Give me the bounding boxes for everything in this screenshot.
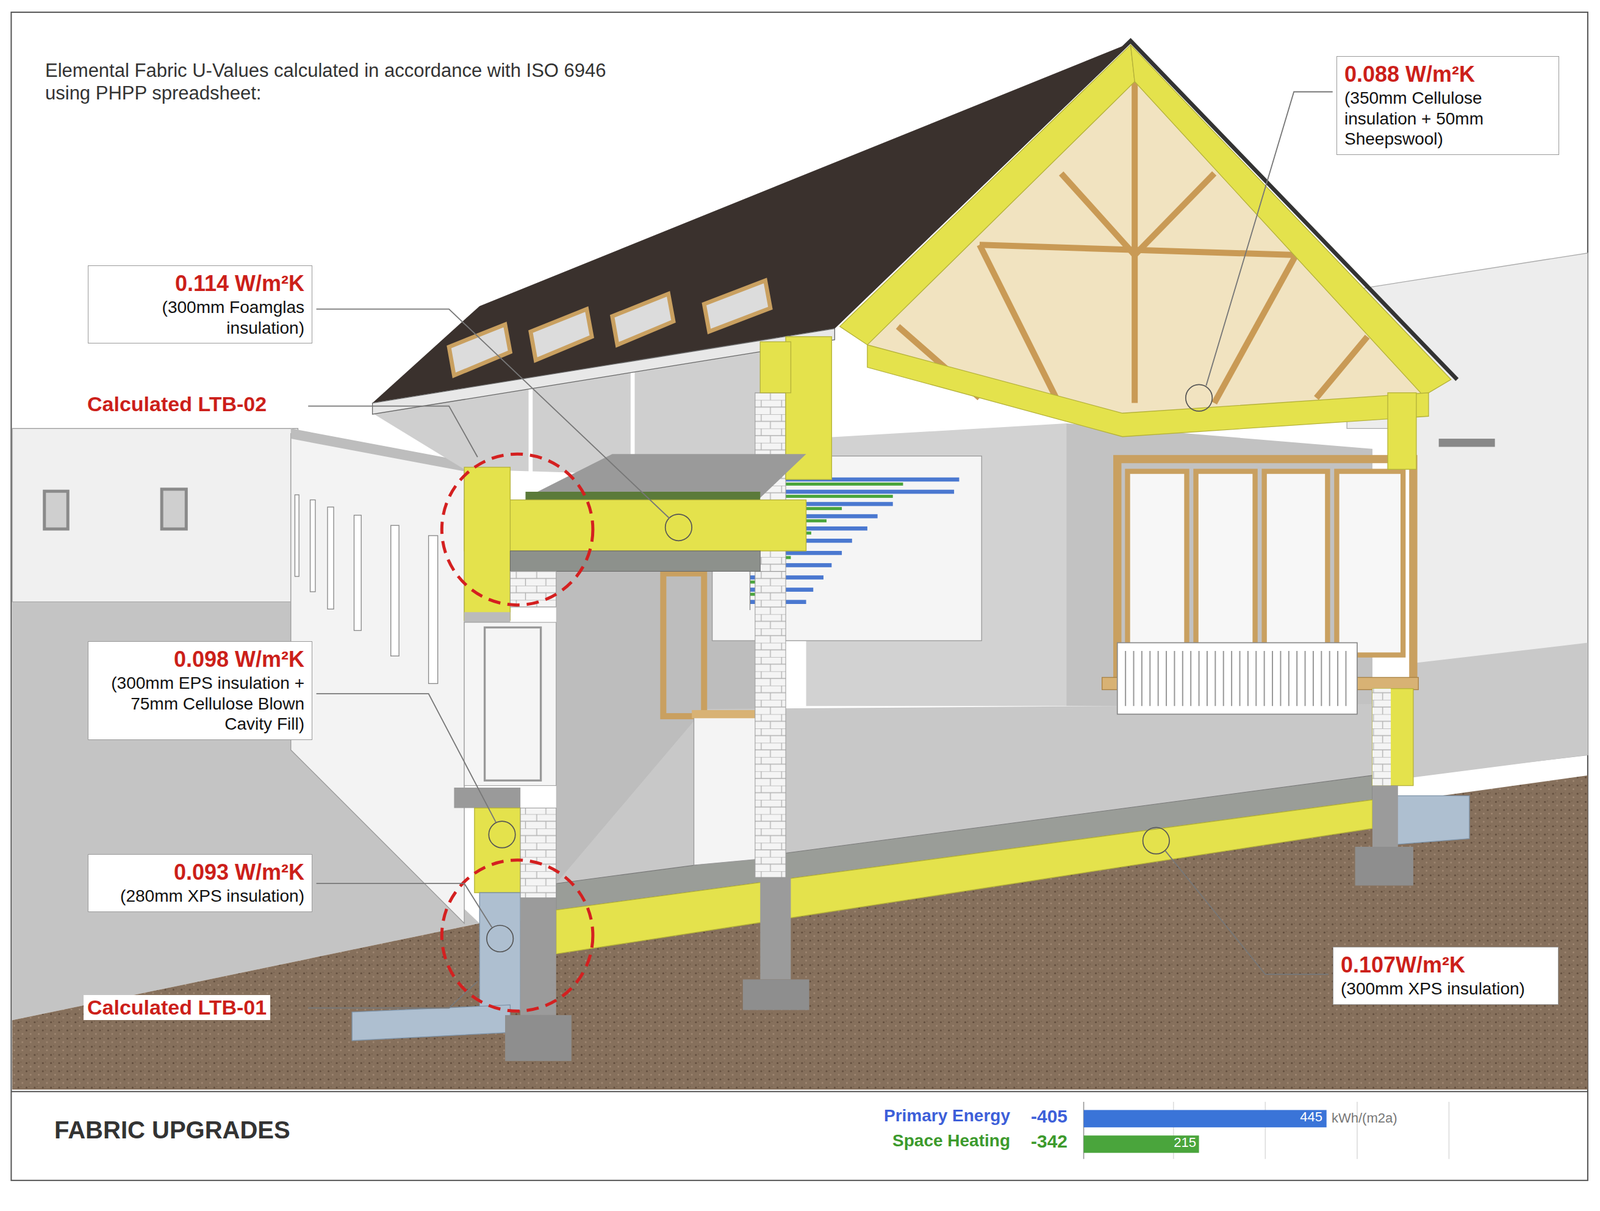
u-value-callout: 0.098 W/m²K(300mm EPS insulation + 75mm … — [87, 641, 313, 740]
thermal-bridge-ring — [441, 453, 593, 605]
u-value: 0.114 W/m²K — [95, 269, 305, 298]
u-value: 0.107W/m²K — [1340, 950, 1551, 979]
metric-change: -405 — [1030, 1105, 1068, 1128]
u-value: 0.098 W/m²K — [95, 645, 305, 673]
thermal-bridge-ring — [441, 860, 593, 1011]
build-up-note: (300mm Foamglas insulation) — [95, 297, 305, 338]
frame — [10, 12, 1588, 1181]
u-value: 0.093 W/m²K — [95, 858, 305, 886]
metric-name: Primary Energy — [883, 1105, 1011, 1127]
metric-name: Space Heating — [892, 1130, 1011, 1152]
unit-label: kWh/(m2a) — [1331, 1110, 1398, 1127]
build-up-note: (280mm XPS insulation) — [95, 885, 305, 907]
build-up-note: (350mm Cellulose insulation + 50mm Sheep… — [1344, 87, 1552, 150]
bar-value: 215 — [1173, 1134, 1197, 1151]
panel-title: FABRIC UPGRADES — [54, 1116, 291, 1144]
u-value-callout: 0.107W/m²K(300mm XPS insulation) — [1332, 946, 1559, 1005]
metric-change: -342 — [1030, 1130, 1068, 1153]
primary-energy-bar — [1083, 1109, 1327, 1127]
u-value: 0.088 W/m²K — [1344, 60, 1552, 88]
u-value-callout: 0.114 W/m²K(300mm Foamglas insulation) — [87, 265, 313, 344]
thermal-bridge-label: Calculated LTB-02 — [83, 391, 271, 417]
u-value-callout: 0.093 W/m²K(280mm XPS insulation) — [87, 853, 313, 912]
build-up-note: (300mm EPS insulation + 75mm Cellulose B… — [95, 672, 305, 735]
method-note: Elemental Fabric U-Values calculated in … — [45, 59, 628, 105]
u-value-callout: 0.088 W/m²K(350mm Cellulose insulation +… — [1336, 56, 1560, 155]
thermal-bridge-label: Calculated LTB-01 — [83, 994, 271, 1020]
build-up-note: (300mm XPS insulation) — [1340, 978, 1551, 1000]
leader-lines — [308, 92, 1333, 1009]
bar-value: 445 — [1299, 1108, 1323, 1125]
